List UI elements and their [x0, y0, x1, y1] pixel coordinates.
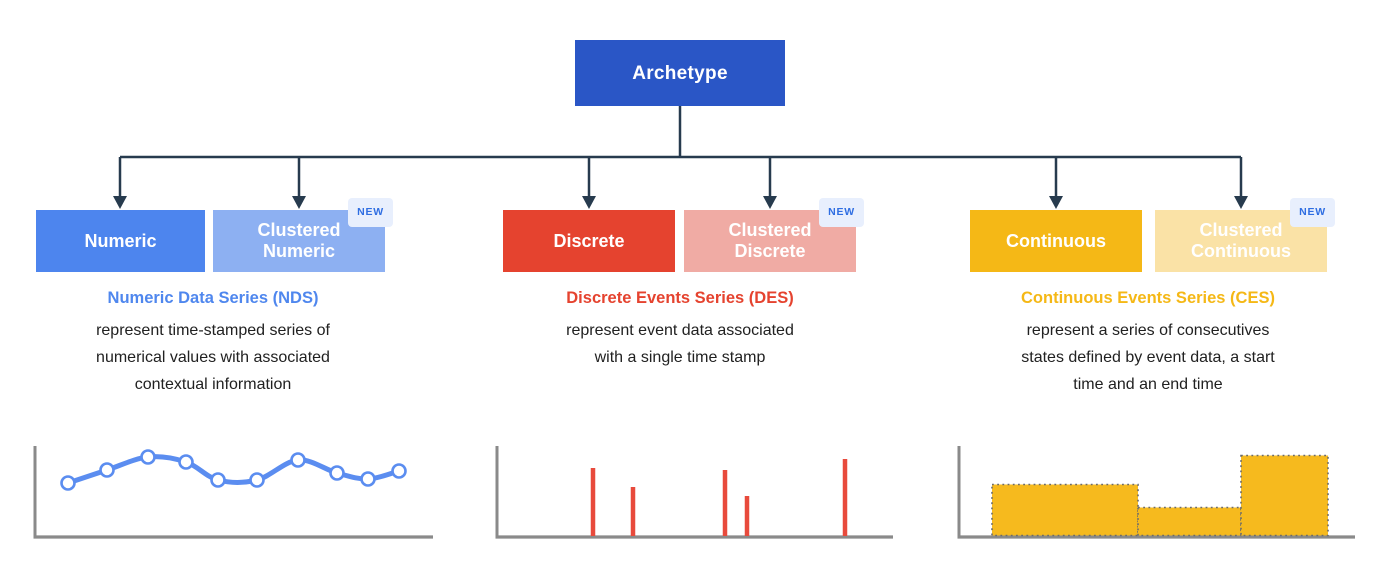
node-numeric: Numeric	[36, 210, 205, 272]
heading-nds: Numeric Data Series (NDS)	[107, 289, 319, 307]
heading-ces: Continuous Events Series (CES)	[1021, 289, 1275, 307]
arrowhead-icon	[113, 196, 127, 209]
description-ces: represent a series of consecutives state…	[1021, 322, 1275, 393]
arrowhead-icon	[292, 196, 306, 209]
des-spike-chart	[495, 446, 893, 539]
node-discrete: Discrete	[503, 210, 675, 272]
node-numeric-label: Numeric	[84, 230, 157, 251]
node-clustered-discrete-label: Clustered Discrete	[728, 220, 812, 261]
arrowhead-icon	[763, 196, 777, 209]
node-clustered-numeric: Clustered Numeric NEW	[213, 198, 393, 272]
ces-step-chart	[957, 446, 1355, 539]
node-clustered-continuous-label: Clustered Continuous	[1191, 220, 1291, 261]
root-node-archetype: Archetype	[575, 40, 785, 106]
description-des: represent event data associated with a s…	[566, 322, 794, 366]
description-nds: represent time-stamped series of numeric…	[96, 322, 330, 393]
new-badge: NEW	[348, 198, 393, 227]
node-continuous: Continuous	[970, 210, 1142, 272]
node-continuous-label: Continuous	[1006, 230, 1106, 251]
new-badge: NEW	[819, 198, 864, 227]
node-clustered-continuous: Clustered Continuous NEW	[1155, 198, 1335, 272]
arrowhead-icon	[582, 196, 596, 209]
arrowhead-icon	[1049, 196, 1063, 209]
node-clustered-numeric-label: Clustered Numeric	[257, 220, 341, 261]
arrowhead-icon	[1234, 196, 1248, 209]
root-node-label: Archetype	[632, 62, 728, 84]
heading-des: Discrete Events Series (DES)	[566, 289, 794, 307]
nds-line-chart	[33, 446, 433, 539]
node-discrete-label: Discrete	[553, 230, 625, 251]
new-badge: NEW	[1290, 198, 1335, 227]
node-clustered-discrete: Clustered Discrete NEW	[684, 198, 864, 272]
